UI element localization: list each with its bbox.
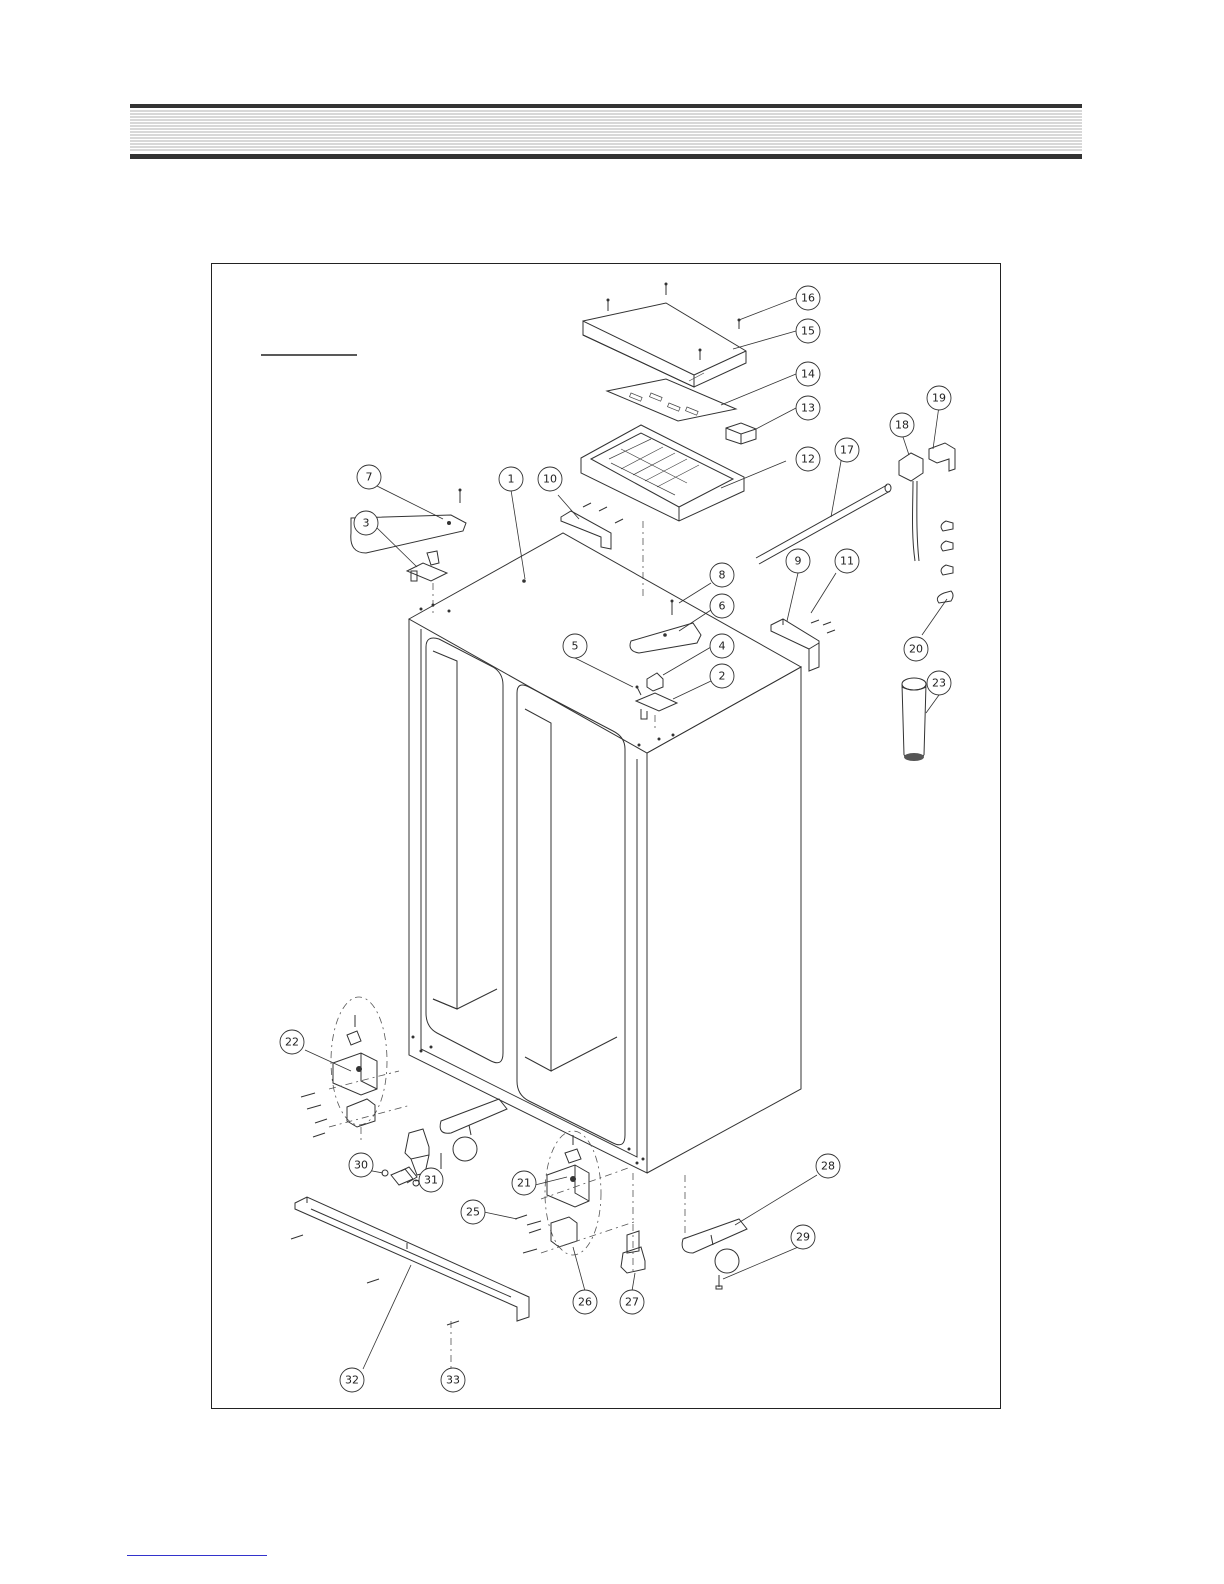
- roller-part-right: [682, 1219, 747, 1273]
- callout-number: 6: [719, 600, 726, 613]
- callout-number: 5: [572, 640, 579, 653]
- callout-number: 17: [840, 444, 854, 457]
- callout-number: 13: [801, 402, 815, 415]
- callout-bubble: 27: [620, 1290, 644, 1314]
- callout-bubble: 13: [796, 396, 820, 420]
- callout-number: 7: [366, 471, 373, 484]
- callout-bubble: 7: [357, 465, 381, 489]
- callout-bubble: 33: [441, 1368, 465, 1392]
- screw-group-right: [515, 1215, 541, 1253]
- callout-bubble: 11: [835, 549, 859, 573]
- callout-bubble: 25: [461, 1200, 485, 1224]
- header-stripes: [130, 111, 1082, 150]
- clip-part-group: [937, 521, 953, 603]
- callout-number: 21: [517, 1177, 531, 1190]
- callout-number: 2: [719, 670, 726, 683]
- leveling-foot-part-right: [621, 1231, 645, 1273]
- callout-number: 3: [363, 517, 370, 530]
- callout-bubble: 26: [573, 1290, 597, 1314]
- callout-number: 33: [446, 1374, 460, 1387]
- screw-part-29: [716, 1275, 722, 1289]
- leveling-foot-part-left: [405, 1129, 429, 1175]
- callout-number: 25: [466, 1206, 480, 1219]
- callout-bubble: 32: [340, 1368, 364, 1392]
- callout-bubble: 20: [904, 637, 928, 661]
- bracket-part-18: [899, 453, 923, 561]
- callout-number: 14: [801, 368, 815, 381]
- callout-bubble: 17: [835, 438, 859, 462]
- lower-hinge-part-22: [333, 1015, 377, 1127]
- callout-bubble: 4: [710, 634, 734, 658]
- callout-bubble: 10: [538, 467, 562, 491]
- control-board-part: [607, 379, 736, 421]
- callout-bubble: 1: [499, 467, 523, 491]
- callout-bubble: 2: [710, 664, 734, 688]
- hinge-cover-part-9: [771, 619, 835, 671]
- callout-bubble: 6: [710, 594, 734, 618]
- roller-part-left: [440, 1099, 507, 1169]
- callout-number: 31: [424, 1174, 438, 1187]
- callout-bubble: 14: [796, 362, 820, 386]
- callout-bubble: 29: [791, 1225, 815, 1249]
- callout-bubble: 15: [796, 319, 820, 343]
- hinge-part-2: [636, 673, 678, 719]
- callout-bubble: 9: [786, 549, 810, 573]
- callout-number: 32: [345, 1374, 359, 1387]
- callout-number: 12: [801, 453, 815, 466]
- detail-circle-right: [545, 1131, 601, 1255]
- callout-layer: 16 15 14 13 12 19 18 17 7 1 10 3 8 9 11 …: [280, 286, 951, 1392]
- callout-bubble: 23: [927, 671, 951, 695]
- callout-number: 26: [578, 1296, 592, 1309]
- callout-bubble: 31: [419, 1168, 443, 1192]
- callout-number: 11: [840, 555, 854, 568]
- cabinet-body-part: [409, 533, 801, 1173]
- callout-number: 20: [909, 643, 923, 656]
- callout-bubble: 12: [796, 447, 820, 471]
- callout-number: 19: [932, 392, 946, 405]
- hinge-cover-part-6: [630, 600, 701, 654]
- callout-bubble: 22: [280, 1030, 304, 1054]
- header-band: [130, 104, 1082, 160]
- callout-number: 15: [801, 325, 815, 338]
- screw-part-group-16: [607, 283, 741, 361]
- callout-bubble: 21: [512, 1171, 536, 1195]
- screw-group-bottom: [291, 1235, 459, 1325]
- callout-number: 8: [719, 569, 726, 582]
- callout-number: 28: [821, 1160, 835, 1173]
- exploded-parts-diagram: 16 15 14 13 12 19 18 17 7 1 10 3 8 9 11 …: [211, 263, 1001, 1409]
- callout-number: 22: [285, 1036, 299, 1049]
- callout-number: 27: [625, 1296, 639, 1309]
- callout-number: 9: [795, 555, 802, 568]
- rod-part: [756, 484, 891, 564]
- screw-group-left: [301, 1093, 327, 1137]
- cover-box-part: [583, 303, 746, 387]
- callout-bubble: 5: [563, 634, 587, 658]
- callout-bubble: 3: [354, 511, 378, 535]
- filter-cylinder-part: [902, 678, 926, 761]
- callout-bubble: 18: [890, 413, 914, 437]
- callout-bubble: 16: [796, 286, 820, 310]
- housing-tray-part: [581, 425, 744, 521]
- callout-number: 10: [543, 473, 557, 486]
- callout-bubble: 8: [710, 563, 734, 587]
- callout-bubble: 28: [816, 1154, 840, 1178]
- footer-link-underline: [127, 1555, 267, 1556]
- small-block-part: [726, 423, 756, 444]
- lower-hinge-part-21: [547, 1135, 589, 1247]
- base-cover-part-32: [295, 1197, 529, 1321]
- callout-number: 23: [932, 677, 946, 690]
- callout-number: 29: [796, 1231, 810, 1244]
- callout-number: 18: [895, 419, 909, 432]
- callout-number: 4: [719, 640, 726, 653]
- callout-number: 16: [801, 292, 815, 305]
- callout-number: 30: [354, 1159, 368, 1172]
- callout-bubble: 30: [349, 1153, 373, 1177]
- hinge-bracket-part-10: [561, 503, 623, 549]
- callout-number: 1: [508, 473, 515, 486]
- hinge-part-3: [407, 551, 447, 581]
- callout-bubble: 19: [927, 386, 951, 410]
